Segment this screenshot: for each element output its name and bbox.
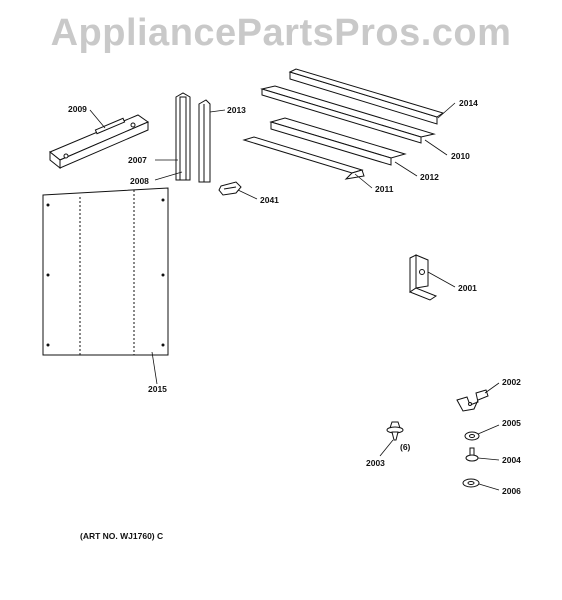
- part-2013-strip: [198, 99, 211, 183]
- part-2010-foam: [260, 85, 436, 144]
- label-2005: 2005: [502, 418, 521, 428]
- label-2013: 2013: [227, 105, 246, 115]
- part-2001-bracket: [408, 254, 438, 301]
- label-2012: 2012: [420, 172, 439, 182]
- part-2005-nut: [464, 431, 480, 441]
- label-2004: 2004: [502, 455, 521, 465]
- label-2015: 2015: [148, 384, 167, 394]
- part-2004-bolt: [465, 447, 479, 462]
- label-quantity: (6): [400, 442, 411, 452]
- label-2011: 2011: [375, 184, 394, 194]
- label-2002: 2002: [502, 377, 521, 387]
- label-2010: 2010: [451, 151, 470, 161]
- part-2009-bracket: [49, 114, 150, 170]
- label-2006: 2006: [502, 486, 521, 496]
- label-2003: 2003: [366, 458, 385, 468]
- part-2012-foam: [269, 117, 407, 166]
- part-2041-clip: [218, 181, 242, 196]
- part-2015-panel: [42, 187, 169, 356]
- part-2003-screw: [386, 421, 404, 441]
- label-2001: 2001: [458, 283, 477, 293]
- watermark-logo: AppliancePartsPros.com: [50, 12, 512, 54]
- part-2002-bracket: [456, 389, 489, 412]
- label-2007: 2007: [128, 155, 147, 165]
- part-2014-angle: [288, 68, 445, 125]
- label-2014: 2014: [459, 98, 478, 108]
- part-2006-washer: [462, 478, 480, 488]
- part-2007-strip: [175, 92, 191, 181]
- art-number: (ART NO. WJ1760) C: [80, 531, 164, 541]
- label-2008: 2008: [130, 176, 149, 186]
- label-2009: 2009: [68, 104, 87, 114]
- label-2041: 2041: [260, 195, 279, 205]
- leader-lines: [89, 102, 500, 491]
